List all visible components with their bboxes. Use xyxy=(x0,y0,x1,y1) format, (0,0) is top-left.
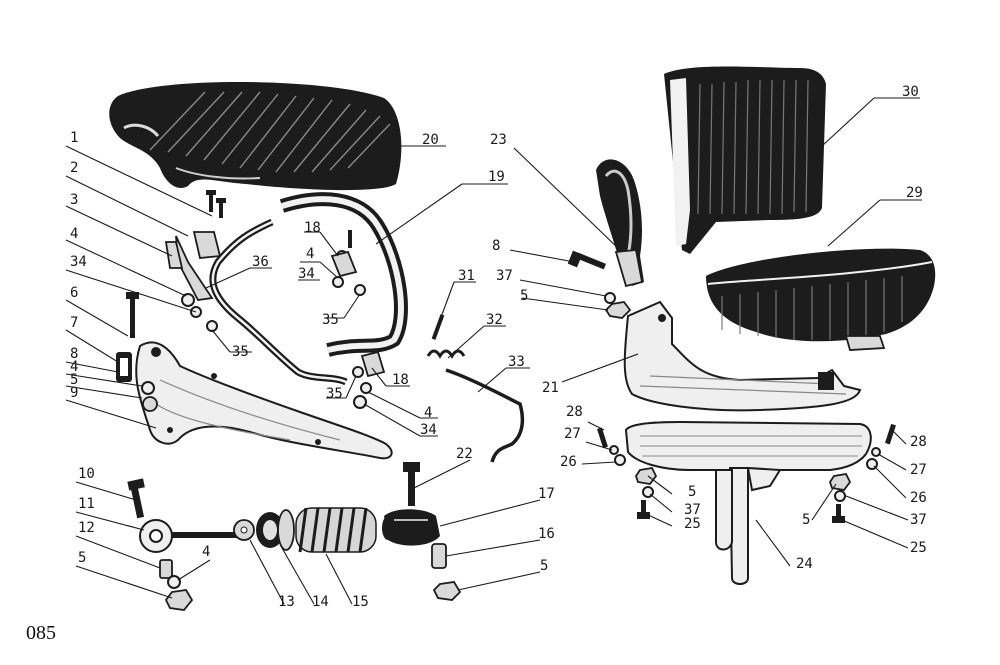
callout-34a: 34 xyxy=(70,254,87,270)
pillion-strap-part-23 xyxy=(596,159,644,288)
callout-2: 2 xyxy=(70,160,78,176)
nut-part-5-bottom-left xyxy=(164,589,194,611)
spacer-part-7 xyxy=(116,352,132,382)
support-rod-part-36 xyxy=(209,218,348,386)
grab-rail-part-19 xyxy=(279,192,408,357)
nut-part-5-bottom-mid xyxy=(432,581,462,601)
callout-6: 6 xyxy=(70,285,78,301)
callout-3: 3 xyxy=(70,192,78,208)
callout-35b: 35 xyxy=(322,312,339,328)
washer-part-37-right xyxy=(604,292,616,304)
callout-21: 21 xyxy=(542,380,559,396)
callout-27b: 27 xyxy=(910,462,927,478)
callout-10: 10 xyxy=(78,466,95,482)
callout-34c: 34 xyxy=(420,422,437,438)
page-number: 085 xyxy=(26,622,56,644)
seat-frame-part-21 xyxy=(623,300,862,412)
callout-15: 15 xyxy=(352,594,369,610)
callout-4d: 4 xyxy=(306,246,314,262)
callout-5f: 5 xyxy=(802,512,810,528)
spring-part-32 xyxy=(426,349,466,359)
callout-24: 24 xyxy=(796,556,813,572)
callout-12: 12 xyxy=(78,520,95,536)
callout-28a: 28 xyxy=(566,404,583,420)
callout-37b: 37 xyxy=(684,502,701,518)
callout-4b: 4 xyxy=(70,359,78,375)
plate-clamps-part-18 xyxy=(330,230,386,378)
callout-5d: 5 xyxy=(520,288,528,304)
callout-4c: 4 xyxy=(202,544,210,560)
spring-cup-part-14 xyxy=(256,509,295,551)
callout-18b: 18 xyxy=(392,372,409,388)
nuts-and-washers xyxy=(141,250,372,412)
callout-26a: 26 xyxy=(560,454,577,470)
callout-5a: 5 xyxy=(70,372,78,388)
callout-8a: 8 xyxy=(70,346,78,362)
callout-36: 36 xyxy=(252,254,269,270)
backrest-part-30 xyxy=(664,66,826,254)
callout-28b: 28 xyxy=(910,434,927,450)
bolt-part-6 xyxy=(126,292,139,338)
callout-20: 20 xyxy=(422,132,439,148)
callout-5e: 5 xyxy=(688,484,696,500)
main-bracket-part-9 xyxy=(135,341,393,460)
eye-bolt-part-11 xyxy=(139,519,240,553)
callout-35c: 35 xyxy=(326,386,343,402)
pin-part-31 xyxy=(431,314,445,340)
housing-part-17 xyxy=(382,509,440,546)
clamp-plates-part-2-3 xyxy=(164,231,222,301)
callout-33: 33 xyxy=(508,354,525,370)
callout-4a: 4 xyxy=(70,226,78,242)
callout-22: 22 xyxy=(456,446,473,462)
callout-37c: 37 xyxy=(910,512,927,528)
callout-26b: 26 xyxy=(910,490,927,506)
clamp-bolts-part-1 xyxy=(206,190,226,218)
callout-11: 11 xyxy=(78,496,95,512)
callout-8b: 8 xyxy=(492,238,500,254)
callout-16: 16 xyxy=(538,526,555,542)
callout-27a: 27 xyxy=(564,426,581,442)
callout-labels: 1 2 3 4 34 6 7 8 4 5 9 20 19 36 35 18 4 … xyxy=(70,84,927,610)
callout-14: 14 xyxy=(312,594,329,610)
callout-18a: 18 xyxy=(304,220,321,236)
callout-4e: 4 xyxy=(424,405,432,421)
callout-32: 32 xyxy=(486,312,503,328)
callout-1: 1 xyxy=(70,130,78,146)
callout-37a: 37 xyxy=(496,268,513,284)
seat-cushion-part-29 xyxy=(706,248,936,351)
callout-34b: 34 xyxy=(298,266,315,282)
callout-31: 31 xyxy=(458,268,475,284)
pillion-pan-part-24 xyxy=(624,420,872,585)
callout-13: 13 xyxy=(278,594,295,610)
callout-25a: 25 xyxy=(684,516,701,532)
callout-30: 30 xyxy=(902,84,919,100)
bolt-part-10 xyxy=(127,478,145,519)
callout-19: 19 xyxy=(488,169,505,185)
bush-part-12 xyxy=(159,559,181,589)
bolt-part-8-right xyxy=(567,250,607,270)
saddle-part-20 xyxy=(109,81,402,191)
callout-7: 7 xyxy=(70,315,78,331)
callout-5b: 5 xyxy=(78,550,86,566)
callout-9: 9 xyxy=(70,385,78,401)
callout-35a: 35 xyxy=(232,344,249,360)
coil-spring-part-15 xyxy=(295,507,377,553)
callout-25b: 25 xyxy=(910,540,927,556)
callout-23: 23 xyxy=(490,132,507,148)
bush-part-16 xyxy=(431,543,447,569)
callout-29: 29 xyxy=(906,185,923,201)
callout-5c: 5 xyxy=(540,558,548,574)
callout-17: 17 xyxy=(538,486,555,502)
nut-part-5-right xyxy=(604,301,632,319)
bolt-part-22 xyxy=(403,462,420,506)
rod-part-33 xyxy=(445,368,525,463)
leader-lines xyxy=(65,97,922,605)
washer-part-13 xyxy=(233,519,255,541)
